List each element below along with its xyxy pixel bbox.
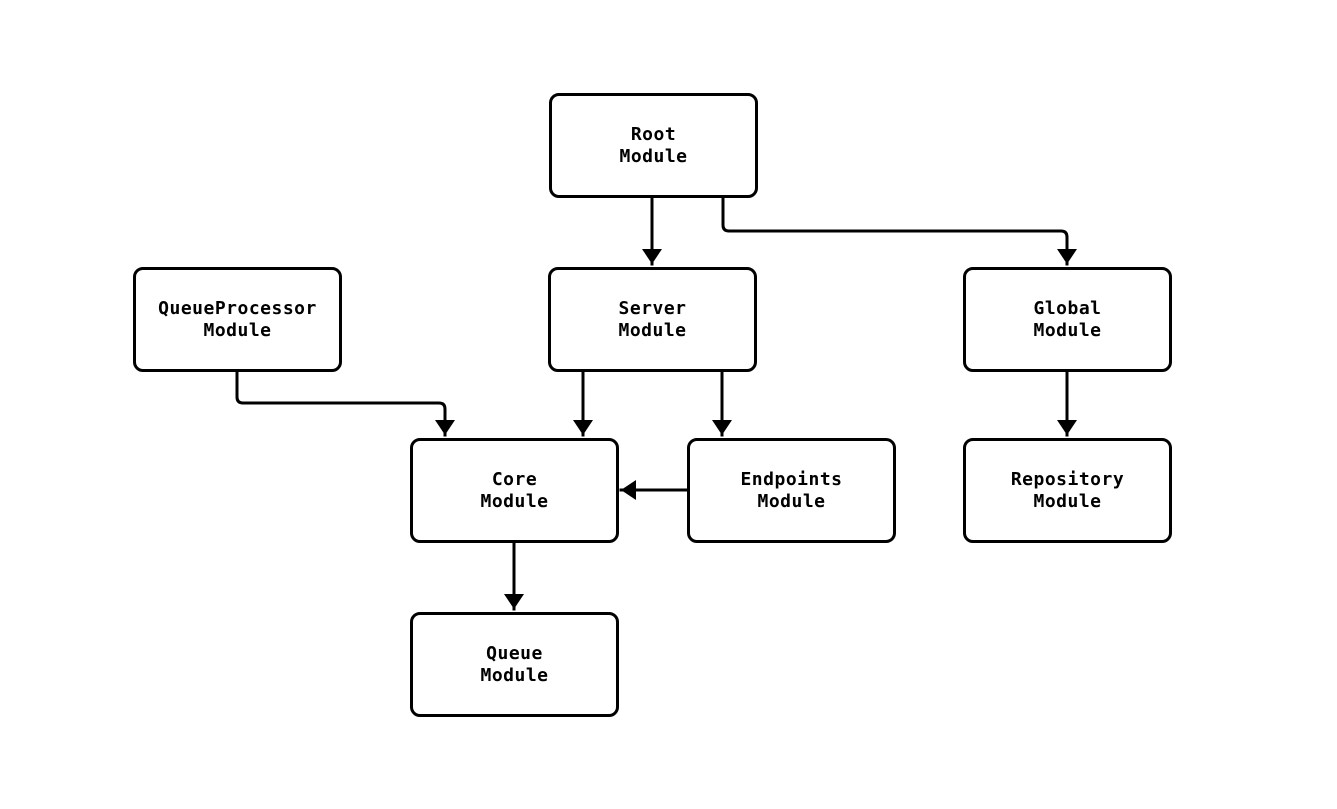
node-label-line: Endpoints [740,468,843,490]
node-repository-module: Repository Module [963,438,1172,543]
node-label-line: QueueProcessor [158,297,317,319]
node-label-line: Module [480,664,549,686]
node-label-line: Core [491,468,538,490]
node-queueprocessor-module: QueueProcessor Module [133,267,342,372]
node-label-line: Module [203,319,272,341]
node-queue-module: Queue Module [410,612,619,717]
node-label-line: Queue [486,642,543,664]
node-label-line: Module [618,319,687,341]
node-label-line: Module [1033,319,1102,341]
edge-root-to-global [721,195,1077,266]
node-label-line: Global [1033,297,1102,319]
node-endpoints-module: Endpoints Module [687,438,896,543]
node-label-line: Server [618,297,687,319]
node-label-line: Root [630,123,677,145]
node-label-line: Repository [1010,468,1125,490]
node-label-line: Module [1033,490,1102,512]
node-global-module: Global Module [963,267,1172,372]
node-label-line: Module [480,490,549,512]
node-label-line: Module [757,490,826,512]
node-server-module: Server Module [548,267,757,372]
node-label-line: Module [619,145,688,167]
node-core-module: Core Module [410,438,619,543]
node-root-module: Root Module [549,93,758,198]
edge-queueprocessor-to-core [235,369,455,437]
